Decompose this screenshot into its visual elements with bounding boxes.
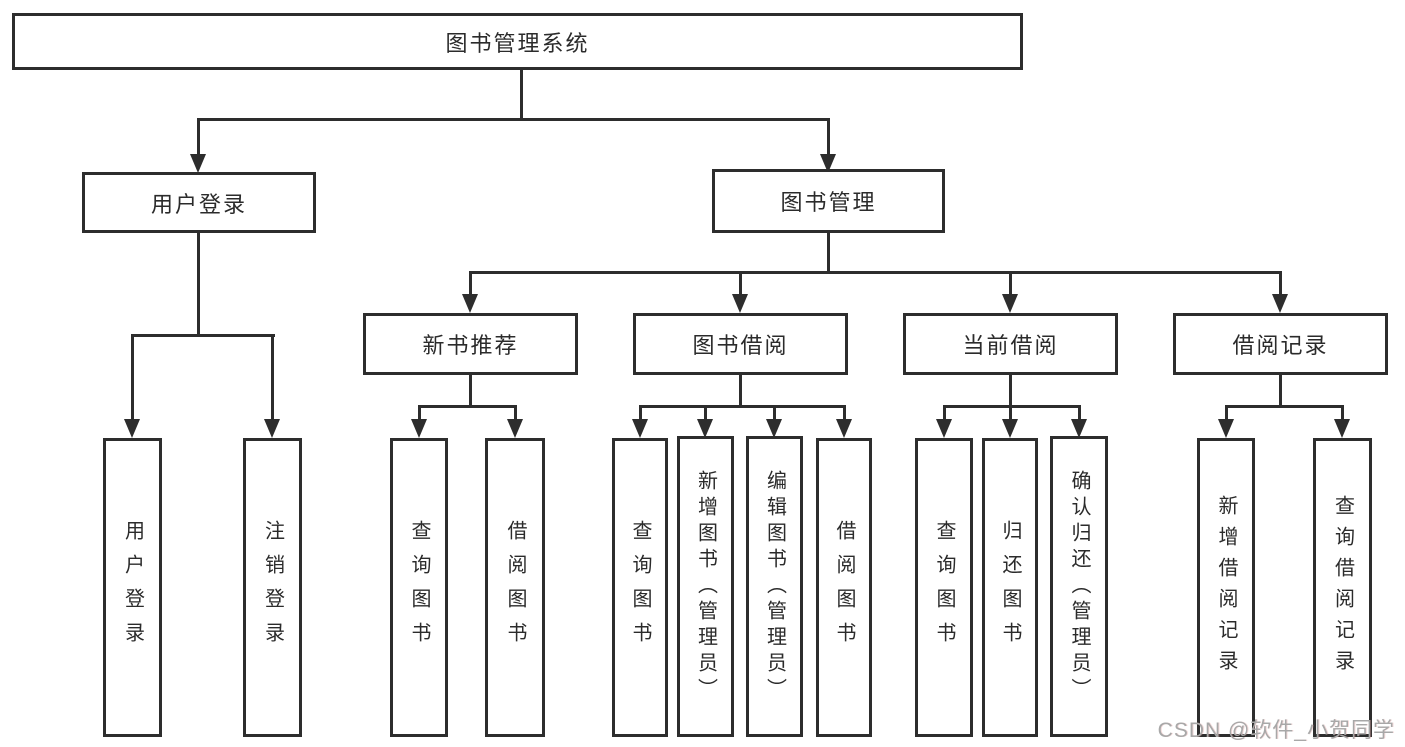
- connector-line: [271, 336, 274, 419]
- leaf-records-add: 新增借阅记录: [1197, 438, 1255, 737]
- connector-line: [943, 407, 946, 420]
- leaf-user-login: 用户登录: [103, 438, 162, 737]
- arrow-down-icon: [1002, 294, 1018, 313]
- connector-line: [1279, 274, 1282, 295]
- connector-line: [469, 271, 1282, 274]
- arrow-down-icon: [1272, 294, 1288, 313]
- node-current-borrow: 当前借阅: [903, 313, 1118, 375]
- connector-line: [1078, 407, 1081, 420]
- connector-line: [704, 407, 707, 420]
- node-user-login: 用户登录: [82, 172, 316, 233]
- arrow-down-icon: [632, 419, 648, 438]
- connector-line: [131, 336, 134, 419]
- leaf-borrow-query: 查询图书: [612, 438, 668, 737]
- csdn-watermark: CSDN @软件_小贺同学: [1157, 719, 1395, 742]
- leaf-borrow-add: 新增图书（管理员）: [677, 436, 734, 737]
- connector-line: [843, 407, 846, 420]
- connector-line: [520, 70, 523, 120]
- connector-line: [639, 405, 846, 408]
- connector-line: [1279, 375, 1282, 406]
- connector-line: [1225, 405, 1344, 408]
- arrow-down-icon: [936, 419, 952, 438]
- arrow-down-icon: [411, 419, 427, 438]
- connector-line: [639, 407, 642, 420]
- connector-line: [197, 120, 200, 155]
- connector-line: [131, 334, 275, 337]
- arrow-down-icon: [1002, 419, 1018, 438]
- arrow-down-icon: [1071, 419, 1087, 438]
- connector-line: [469, 274, 472, 295]
- leaf-logout: 注销登录: [243, 438, 302, 737]
- connector-line: [197, 118, 830, 121]
- connector-line: [1341, 407, 1344, 420]
- connector-line: [469, 375, 472, 406]
- arrow-down-icon: [264, 419, 280, 438]
- arrow-down-icon: [507, 419, 523, 438]
- arrow-down-icon: [697, 419, 713, 438]
- leaf-borrow-edit: 编辑图书（管理员）: [746, 436, 803, 737]
- leaf-newbooks-borrow: 借阅图书: [485, 438, 545, 737]
- node-root: 图书管理系统: [12, 13, 1023, 70]
- connector-line: [1225, 407, 1228, 420]
- connector-line: [773, 407, 776, 420]
- node-new-books: 新书推荐: [363, 313, 578, 375]
- leaf-records-query: 查询借阅记录: [1313, 438, 1372, 737]
- connector-line: [514, 407, 517, 420]
- connector-line: [827, 233, 830, 273]
- node-book-mgmt: 图书管理: [712, 169, 945, 233]
- arrow-down-icon: [766, 419, 782, 438]
- leaf-borrow-borrow: 借阅图书: [816, 438, 872, 737]
- arrow-down-icon: [462, 294, 478, 313]
- connector-line: [418, 405, 517, 408]
- connector-line: [739, 375, 742, 406]
- leaf-current-query: 查询图书: [915, 438, 973, 737]
- leaf-newbooks-query: 查询图书: [390, 438, 448, 737]
- connector-line: [197, 233, 200, 335]
- connector-line: [1009, 375, 1012, 406]
- connector-line: [739, 274, 742, 295]
- arrow-down-icon: [732, 294, 748, 313]
- connector-line: [827, 120, 830, 155]
- node-book-borrow: 图书借阅: [633, 313, 848, 375]
- arrow-down-icon: [124, 419, 140, 438]
- arrow-down-icon: [820, 154, 836, 173]
- leaf-current-return: 归还图书: [982, 438, 1038, 737]
- connector-line: [943, 405, 1081, 408]
- connector-line: [1009, 407, 1012, 420]
- arrow-down-icon: [1218, 419, 1234, 438]
- node-borrow-records: 借阅记录: [1173, 313, 1388, 375]
- connector-line: [1009, 274, 1012, 295]
- arrow-down-icon: [190, 154, 206, 173]
- connector-line: [418, 407, 421, 420]
- leaf-current-confirm: 确认归还（管理员）: [1050, 436, 1108, 737]
- arrow-down-icon: [836, 419, 852, 438]
- arrow-down-icon: [1334, 419, 1350, 438]
